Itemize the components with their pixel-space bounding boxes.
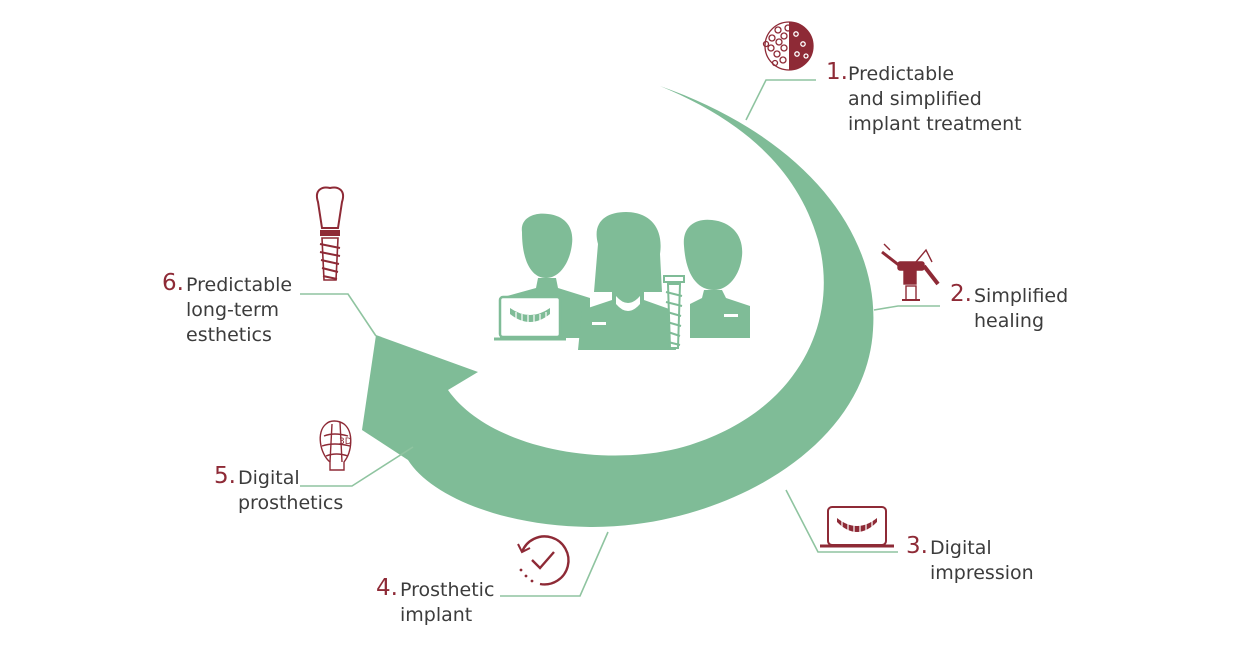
clock-check-icon	[517, 535, 570, 586]
team-member-center	[578, 212, 676, 350]
step-3-label: 3. Digital impression	[906, 533, 1034, 586]
step-4-number: 4.	[376, 575, 398, 601]
step-6-label: 6. Predictable long-term esthetics	[162, 270, 293, 348]
step-1-line-1: Predictable	[848, 63, 955, 85]
dental-team-icon	[494, 212, 750, 350]
step-5-line-1: Digital	[238, 467, 300, 489]
team-laptop	[494, 295, 566, 341]
step-3-line-1: Digital	[930, 537, 992, 559]
dental-implant-icon	[316, 186, 344, 281]
team-member-right	[683, 219, 750, 338]
step-6-number: 6.	[162, 270, 184, 296]
step-6-line-3: esthetics	[186, 324, 272, 346]
leader-line-2	[873, 305, 940, 311]
step-4-label: 4. Prosthetic implant	[376, 575, 495, 628]
step-5-number: 5.	[214, 463, 236, 489]
leader-lines	[300, 79, 940, 597]
step-2-number: 2.	[950, 281, 972, 307]
step-1-label: 1. Predictable and simplified implant tr…	[826, 59, 1022, 137]
leader-line-3	[785, 489, 898, 553]
step-6-line-2: long-term	[186, 299, 279, 321]
dental-chair-icon	[881, 243, 940, 301]
leader-line-5	[300, 446, 414, 487]
step-3-number: 3.	[906, 533, 928, 559]
step-2-line-2: healing	[974, 310, 1045, 332]
step-2-label: 2. Simplified healing	[950, 281, 1069, 334]
team-implant	[663, 275, 685, 349]
step-1-line-3: implant treatment	[848, 113, 1022, 135]
svg-text:3D: 3D	[339, 437, 352, 447]
bone-graft-icon	[762, 21, 814, 71]
3d-crown-icon: 3D	[319, 420, 352, 471]
laptop-teeth-icon	[820, 506, 894, 548]
leader-line-6	[300, 293, 377, 337]
step-5-line-2: prosthetics	[238, 492, 344, 514]
leader-line-4	[500, 531, 609, 597]
step-6-line-1: Predictable	[186, 274, 293, 296]
step-5-label: 5. Digital prosthetics	[214, 463, 344, 516]
step-4-line-1: Prosthetic	[400, 579, 495, 601]
step-4-line-2: implant	[400, 604, 473, 626]
step-1-number: 1.	[826, 59, 848, 85]
leader-line-1	[745, 79, 816, 121]
step-3-line-2: impression	[930, 562, 1034, 584]
step-1-line-2: and simplified	[848, 88, 982, 110]
step-2-line-1: Simplified	[974, 285, 1069, 307]
